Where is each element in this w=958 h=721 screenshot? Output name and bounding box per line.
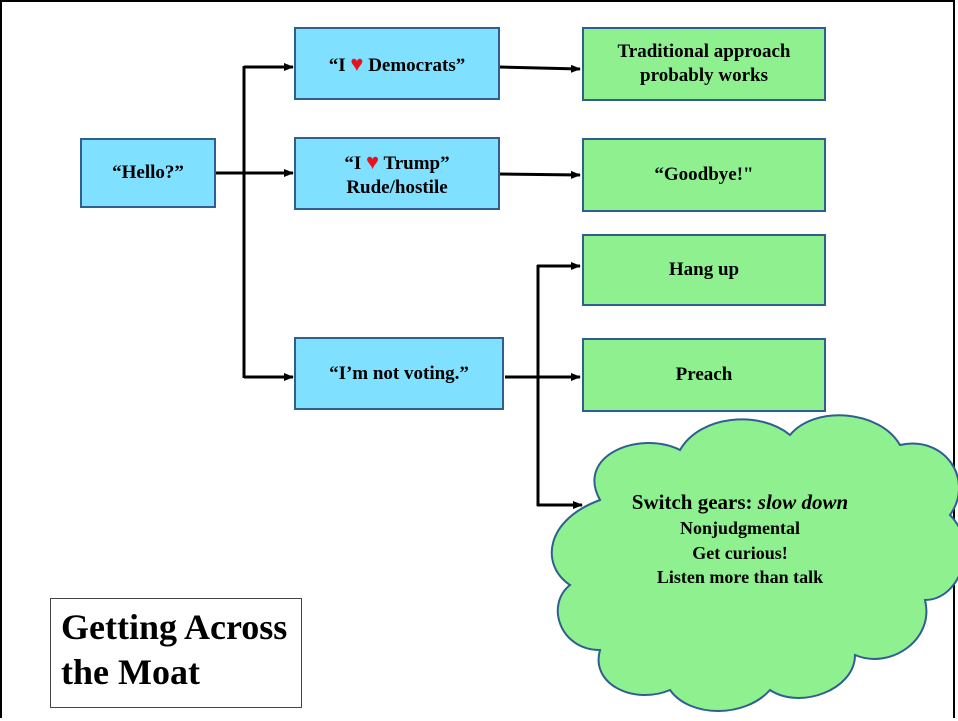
democrats-box: “I ♥ Democrats” — [294, 27, 500, 100]
not-voting-text: “I’m not voting.” — [329, 362, 469, 384]
heart-icon: ♥ — [350, 50, 364, 76]
slide-title-line-2: the Moat — [61, 652, 200, 692]
cloud-line-1: Nonjudgmental — [679, 518, 800, 539]
cloud-line-2: Get curious! — [692, 542, 788, 563]
slide-title-line-1: Getting Across — [61, 607, 288, 647]
cloud-lead-emphasis: slow down — [757, 490, 849, 514]
democrats-outcome-line-2: probably works — [640, 65, 768, 86]
cloud-lead-line: Switch gears: slow down — [631, 490, 849, 514]
connector-trump-outcome — [499, 170, 581, 179]
democrats-outcome-box: Traditional approach probably works — [582, 27, 826, 101]
trump-box: “I ♥ Trump” Rude/hostile — [294, 137, 500, 210]
trump-outcome-box: “Goodbye!" — [582, 138, 826, 212]
hang-up-box: Hang up — [582, 234, 826, 306]
preach-text: Preach — [675, 364, 733, 386]
cloud-text: Switch gears: slow down Nonjudgmental Ge… — [590, 488, 890, 589]
not-voting-box: “I’m not voting.” — [294, 337, 504, 410]
democrats-text: “I ♥ Democrats” — [328, 50, 466, 76]
democrats-outcome-line-1: Traditional approach — [617, 41, 791, 63]
heart-icon: ♥ — [366, 148, 380, 174]
trump-text: “I ♥ Trump” — [344, 148, 450, 174]
preach-box: Preach — [582, 338, 826, 412]
trump-subtext: Rude/hostile — [346, 176, 448, 198]
cloud-line-3: Listen more than talk — [656, 566, 824, 587]
hello-box: “Hello?” — [80, 138, 216, 208]
trump-outcome-text: “Goodbye!" — [654, 164, 754, 186]
slide-title-box: Getting Across the Moat — [50, 598, 302, 708]
hang-up-text: Hang up — [668, 259, 740, 281]
connector-democrats-outcome — [499, 64, 581, 73]
hello-text: “Hello?” — [112, 162, 184, 184]
cloud-shape — [550, 414, 958, 712]
